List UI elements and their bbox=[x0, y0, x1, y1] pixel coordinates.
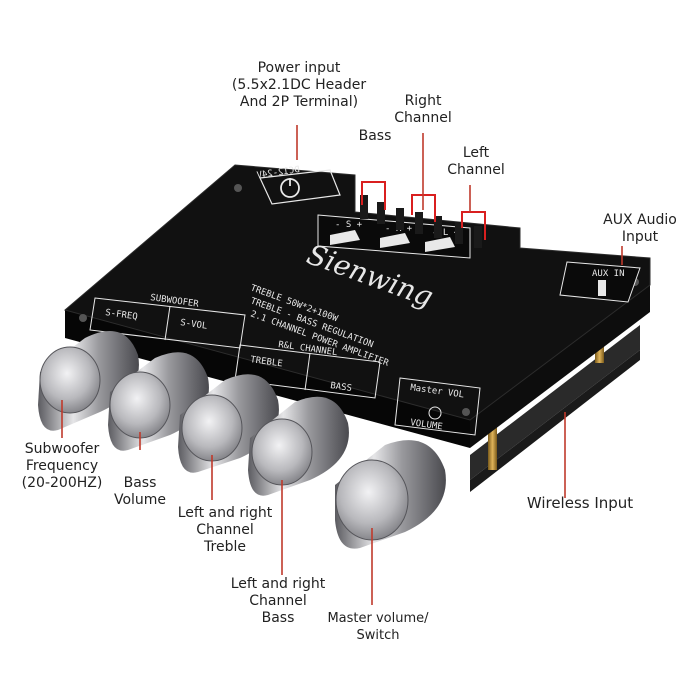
screw-hole bbox=[79, 314, 87, 322]
treble-label: TREBLE bbox=[250, 355, 284, 369]
callout-lines bbox=[61, 125, 623, 605]
bass-board-label: BASS bbox=[330, 381, 353, 394]
svg-text:- S +: - S + bbox=[335, 220, 363, 230]
s-freq-label: S-FREQ bbox=[105, 308, 139, 322]
volume-label: VOLUME bbox=[410, 418, 444, 432]
label-lr-treble: Left and right Channel Treble bbox=[177, 505, 273, 555]
label-left-channel: Left Channel bbox=[447, 145, 505, 178]
lower-pcb bbox=[470, 325, 640, 480]
label-wireless-input: Wireless Input bbox=[526, 494, 634, 512]
label-bass-volume: Bass Volume bbox=[113, 475, 167, 508]
label-power-input: Power input (5.5x2.1DC Header And 2P Ter… bbox=[231, 60, 367, 110]
label-lr-bass: Left and right Channel Bass bbox=[230, 576, 326, 626]
master-vol-panel bbox=[394, 377, 481, 436]
gold-pin bbox=[488, 420, 497, 470]
label-right-channel: Right Channel bbox=[394, 93, 452, 126]
knob-channel-bass[interactable] bbox=[248, 396, 349, 496]
speaker-terminal-block: - S + - R + - L + bbox=[317, 214, 471, 259]
screw-hole bbox=[462, 408, 470, 416]
label-master-volume: Master volume/ Switch bbox=[327, 611, 429, 643]
label-bass: Bass bbox=[358, 128, 392, 144]
aux-label: AUX IN bbox=[592, 269, 625, 279]
lower-pcb-edge bbox=[470, 350, 640, 492]
board-top bbox=[63, 164, 651, 421]
board-side-right bbox=[470, 285, 650, 448]
rl-channel-panel bbox=[234, 344, 381, 399]
label-subwoofer-frequency: Subwoofer Frequency (20-200HZ) bbox=[21, 441, 103, 491]
aux-jack: AUX IN bbox=[559, 261, 641, 303]
terminal-posts bbox=[360, 195, 482, 248]
board-side-front bbox=[65, 310, 470, 448]
screw-hole bbox=[234, 184, 242, 192]
label-aux-input: AUX Audio Input bbox=[603, 212, 677, 245]
knob-master-volume[interactable] bbox=[335, 440, 446, 549]
knob-subwoofer-frequency[interactable] bbox=[38, 330, 139, 431]
svg-text:- L +: - L + bbox=[432, 228, 460, 238]
s-vol-label: S-VOL bbox=[180, 318, 208, 332]
